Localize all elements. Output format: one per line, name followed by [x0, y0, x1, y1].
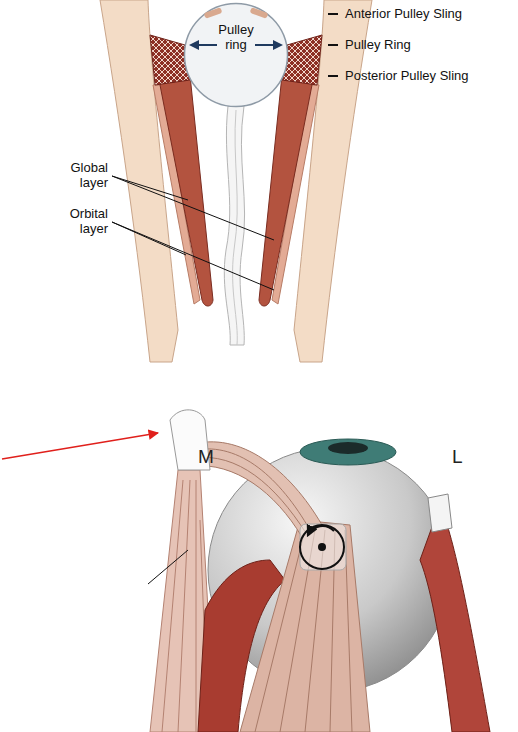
part-label: Orbital layer [58, 206, 108, 236]
tick-mark [328, 75, 338, 77]
insertion-pulley [300, 524, 346, 570]
leader-line [112, 222, 274, 290]
eyeball-circle: Pulley ring [183, 2, 289, 108]
side-letter: L [452, 446, 463, 468]
optic-nerve [224, 106, 244, 345]
side-letter: M [198, 446, 214, 468]
eyeball [185, 4, 288, 107]
leader-line [112, 176, 188, 200]
leader-line [112, 176, 274, 240]
part-label: Posterior Pulley Sling [345, 68, 469, 83]
oblique-tendon [190, 442, 322, 537]
tendon-insertion [204, 7, 223, 19]
torsion-circle [300, 525, 344, 569]
pulley-cuff [428, 494, 452, 532]
tick-mark [328, 44, 338, 46]
tendon-insertion [250, 7, 269, 19]
double-arrow [191, 44, 217, 46]
lateral-rectus [420, 505, 490, 732]
axis-dot [318, 543, 326, 551]
tick-mark [328, 13, 338, 15]
leader-line [148, 550, 188, 584]
cornea [300, 439, 396, 465]
pupil [328, 442, 368, 454]
optic-nerve-line [233, 110, 238, 345]
rectus-muscle [240, 520, 370, 732]
part-label: Anterior Pulley Sling [345, 6, 462, 21]
part-label: Global layer [58, 160, 108, 190]
part-label: Pulley Ring [345, 37, 411, 52]
double-arrow [255, 44, 281, 46]
rotation-arrow [308, 526, 334, 535]
node-label: Pulley ring [206, 22, 266, 52]
pointer-arrow [2, 433, 158, 459]
eyeball-outline [183, 2, 289, 108]
